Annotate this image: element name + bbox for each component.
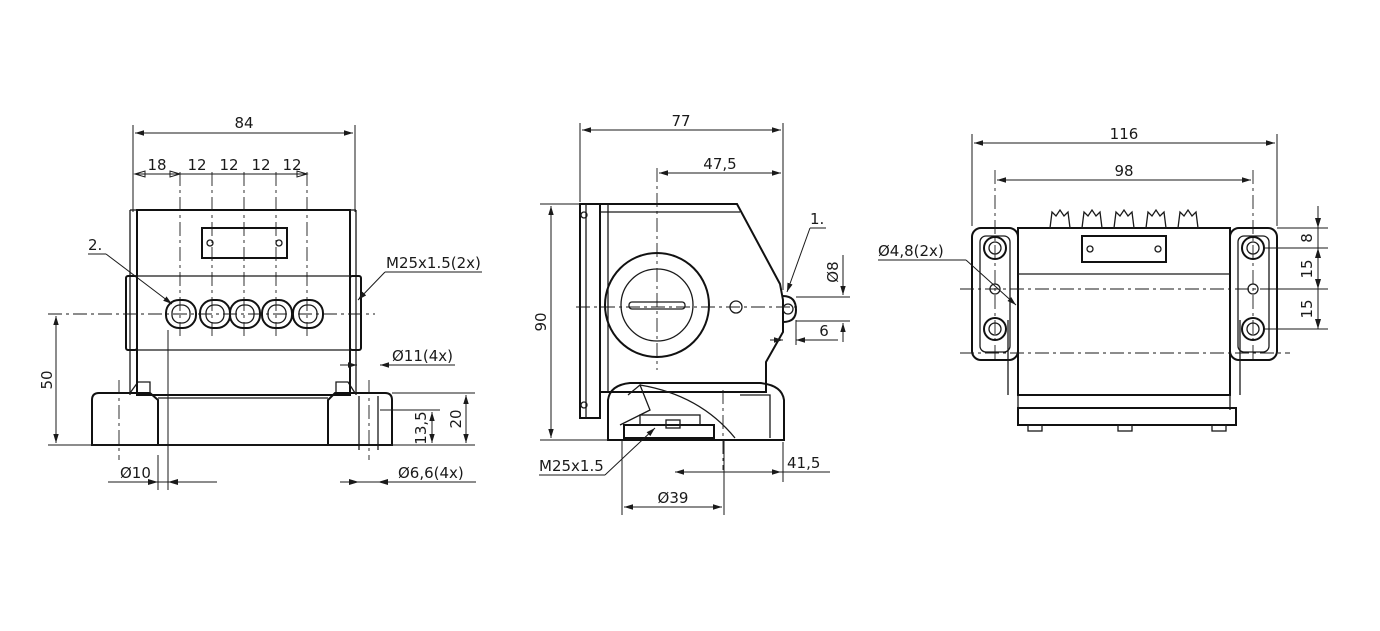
dim-front-50: 50 xyxy=(38,370,56,389)
dim-side-90: 90 xyxy=(532,312,550,331)
top-base xyxy=(1017,407,1237,426)
dim-front-12c: 12 xyxy=(251,156,270,174)
dim-front-d10: Ø10 xyxy=(120,464,151,482)
dim-top-15b: 15 xyxy=(1298,299,1316,318)
top-body xyxy=(1017,227,1231,396)
dim-front-12b: 12 xyxy=(219,156,238,174)
dim-side-6: 6 xyxy=(819,322,829,340)
dim-side-77: 77 xyxy=(671,112,690,130)
dim-side-d8: Ø8 xyxy=(824,261,842,282)
callout-2: 2. xyxy=(88,236,102,254)
dim-front-12d: 12 xyxy=(282,156,301,174)
dim-side-415: 41,5 xyxy=(787,454,820,472)
dim-front-84: 84 xyxy=(234,114,253,132)
side-base xyxy=(607,382,785,441)
front-gland-left xyxy=(125,275,138,351)
top-label-plate xyxy=(1081,235,1167,263)
dim-front-d66: Ø6,6(4x) xyxy=(398,464,464,482)
dim-side-d39: Ø39 xyxy=(658,489,689,507)
dim-top-8: 8 xyxy=(1298,233,1316,243)
front-base-left xyxy=(91,392,159,446)
front-gland-right xyxy=(349,275,362,351)
dim-top-98: 98 xyxy=(1114,162,1133,180)
top-view: 116 98 Ø4,8(2x) 8 15 15 xyxy=(878,125,1328,432)
dim-side-475: 47,5 xyxy=(703,155,736,173)
side-lid xyxy=(579,203,601,419)
callout-1: 1. xyxy=(810,210,824,228)
front-label-plate xyxy=(201,227,288,259)
side-body xyxy=(599,203,784,393)
dim-top-15a: 15 xyxy=(1298,259,1316,278)
side-plunger xyxy=(782,295,798,323)
dim-top-d48: Ø4,8(2x) xyxy=(878,242,944,260)
dim-front-d11: Ø11(4x) xyxy=(392,347,453,365)
dim-top-116: 116 xyxy=(1110,125,1139,143)
thread-bottom: M25x1.5 xyxy=(539,457,604,475)
front-base-right xyxy=(92,392,393,446)
dim-front-135: 13,5 xyxy=(412,411,430,444)
side-view: 77 47,5 90 1. Ø8 6 M25x1.5 41,5 xyxy=(532,112,850,515)
dim-front-12a: 12 xyxy=(187,156,206,174)
front-view: 84 18 12 12 12 12 2. M25x1.5(2x) 50 Ø11(… xyxy=(38,114,482,490)
dim-front-20: 20 xyxy=(447,409,465,428)
side-bottom-gland xyxy=(623,424,715,439)
top-gears xyxy=(1049,208,1199,229)
thread-side: M25x1.5(2x) xyxy=(386,254,481,272)
dim-front-18: 18 xyxy=(147,156,166,174)
